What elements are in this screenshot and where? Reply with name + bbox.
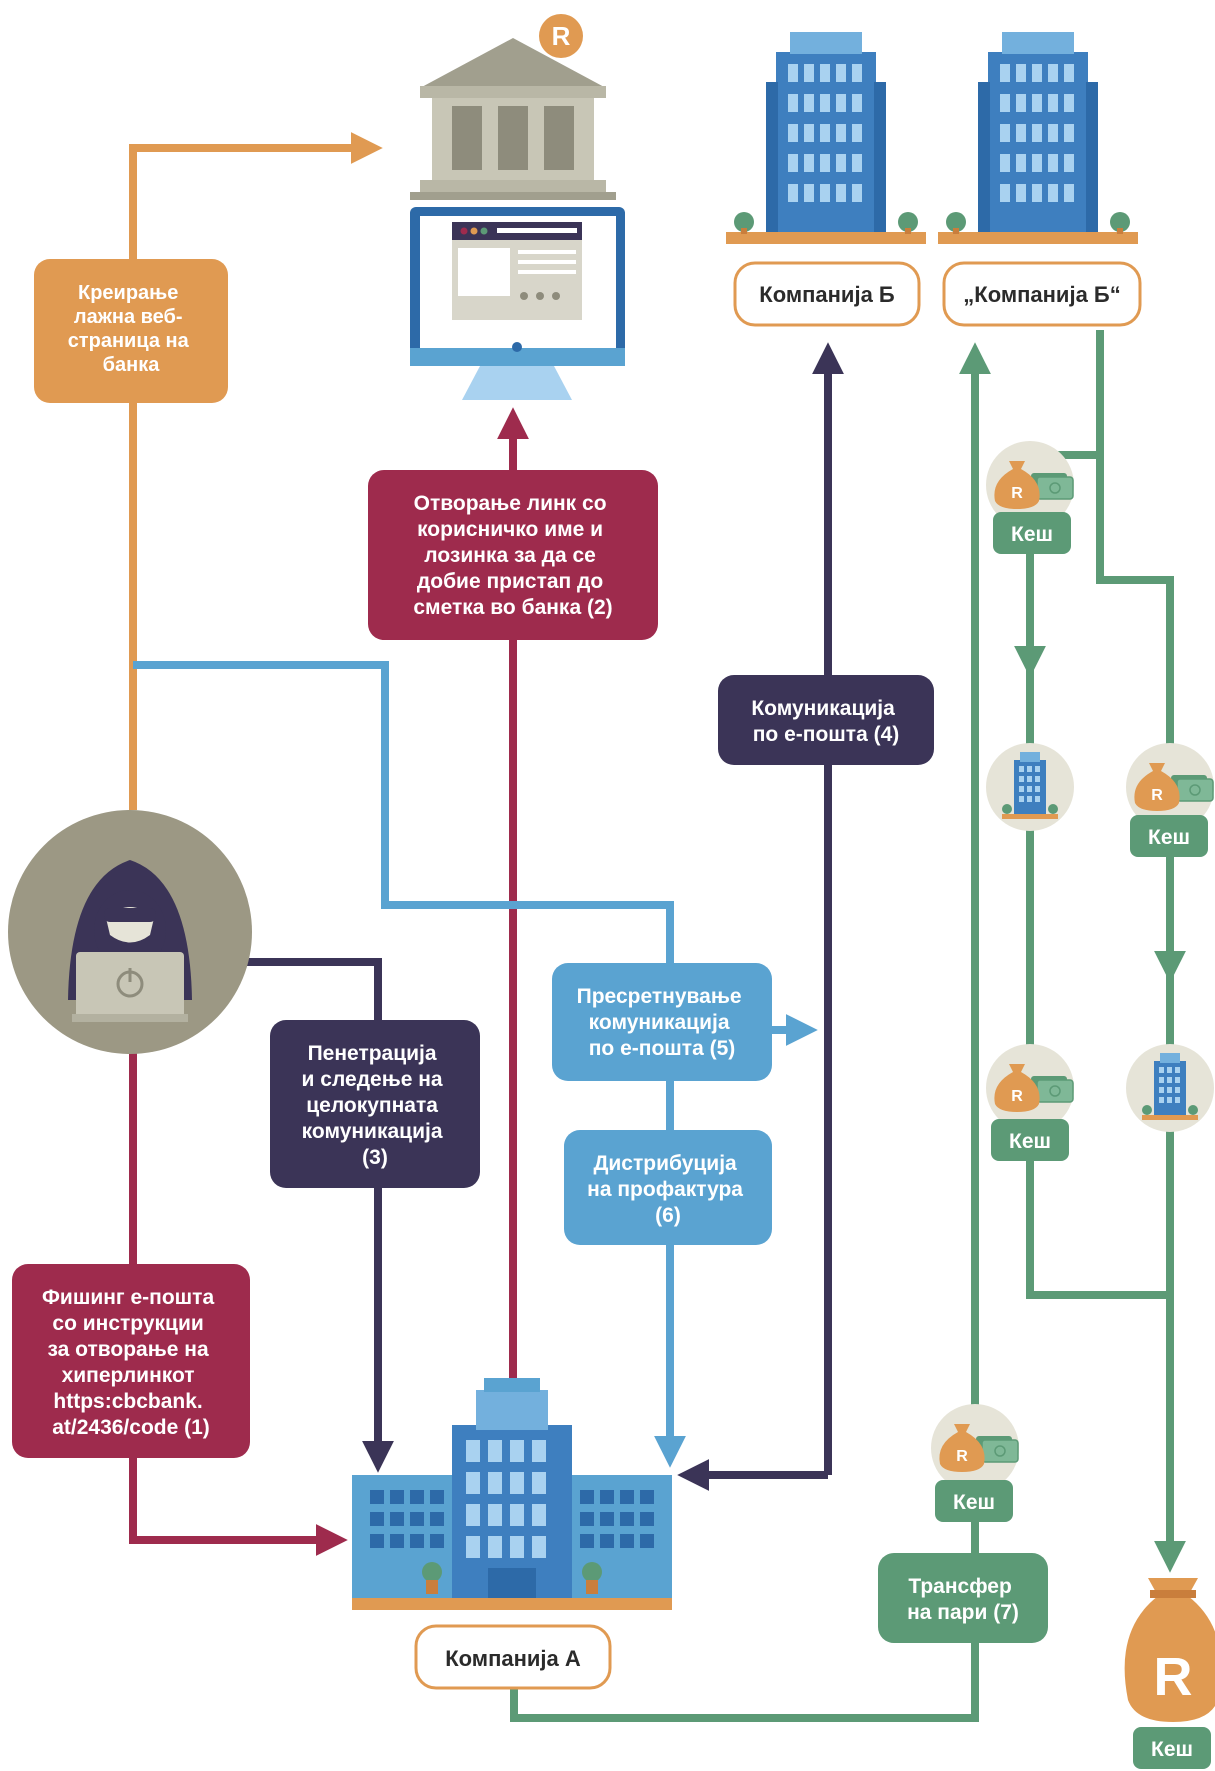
hacker-icon [8, 810, 252, 1054]
cash-tag: Кеш [935, 1480, 1013, 1522]
currency-badge [539, 14, 583, 58]
svg-text:Дистрибуција на профакту: Дистрибуција на профактура (6) [587, 1152, 749, 1227]
bank-building-icon: R [410, 14, 616, 200]
svg-text:Компанија Б: Компанија Б [759, 282, 895, 307]
flow-create-fake-site [129, 132, 383, 810]
interception-box: Пресретнување комуникација по е-пошта (5… [552, 963, 772, 1081]
svg-text:Фишинг е-пошта со инстру: Фишинг е-пошта со инструкции за отворање… [42, 1286, 220, 1439]
final-money-bag-icon: R [1124, 1578, 1215, 1722]
cash-tag: Кеш [991, 1119, 1069, 1161]
svg-text:Пенетрација и следење на: Пенетрација и следење на целокупната ком… [302, 1042, 449, 1169]
invoice-box: Дистрибуција на профактура (6) [564, 1130, 772, 1245]
cash-tag: Кеш [1130, 815, 1208, 857]
flow-laundering-right [1096, 330, 1186, 1573]
svg-text:Трансфер на пари (7): Трансфер на пари (7) [907, 1575, 1019, 1624]
svg-text:Кеш: Кеш [953, 1491, 995, 1514]
svg-text:Кеш: Кеш [1148, 826, 1190, 849]
fake-site-box: Креирање лажна веб- страница на банка [34, 259, 228, 403]
svg-text:R: R [552, 21, 571, 51]
tower-node-1 [986, 743, 1074, 831]
svg-text:Кеш: Кеш [1151, 1738, 1193, 1761]
company-b-label: Компанија Б [733, 261, 921, 327]
flow-interception [133, 661, 686, 1468]
computer-monitor-icon [410, 207, 625, 400]
svg-text:Компанија А: Компанија А [445, 1646, 581, 1671]
cash-node-2 [1126, 743, 1214, 831]
cash-node-4 [931, 1404, 1019, 1492]
flow-phishing-email [129, 1040, 348, 1556]
transfer-box: Трансфер на пари (7) [878, 1553, 1048, 1643]
communication-box: Комуникација по е-пошта (4) [718, 675, 934, 765]
penetration-box: Пенетрација и следење на целокупната ком… [270, 1020, 480, 1188]
fake-company-b-label: „Компанија Б“ [942, 261, 1142, 327]
cash-node-1 [986, 441, 1074, 529]
svg-text:Креирање лажна веб-: Креирање лажна веб- страница на банка [68, 282, 195, 376]
svg-text:Кеш: Кеш [1011, 523, 1053, 546]
svg-text:R: R [1154, 1647, 1193, 1707]
svg-text:Кеш: Кеш [1009, 1130, 1051, 1153]
company-a-label: Компанија А [414, 1624, 612, 1690]
company-a-building-icon [352, 1378, 672, 1610]
tower-node-2 [1126, 1044, 1214, 1132]
fake-company-b-building-icon [938, 32, 1138, 244]
svg-text:Пресретнување комуникаци: Пресретнување комуникација по е-пошта (5… [577, 985, 748, 1060]
flow-laundering-left [1026, 451, 1170, 1299]
cash-node-3 [986, 1044, 1074, 1132]
svg-text:„Компанија Б“: „Компанија Б“ [963, 282, 1120, 307]
company-b-building-icon [726, 32, 926, 244]
open-link-box: Отворање линк со корисничко име и лозинк… [368, 470, 658, 640]
cash-tag: Кеш [1133, 1727, 1211, 1769]
svg-text:Отворање линк со корисни: Отворање линк со корисничко име и лозинк… [413, 492, 612, 619]
svg-text:Комуникација по е-пошта: Комуникација по е-пошта (4) [751, 697, 900, 746]
flow-penetration [245, 958, 394, 1473]
phishing-box: Фишинг е-пошта со инструкции за отворање… [12, 1264, 250, 1458]
cash-tag: Кеш [993, 512, 1071, 554]
